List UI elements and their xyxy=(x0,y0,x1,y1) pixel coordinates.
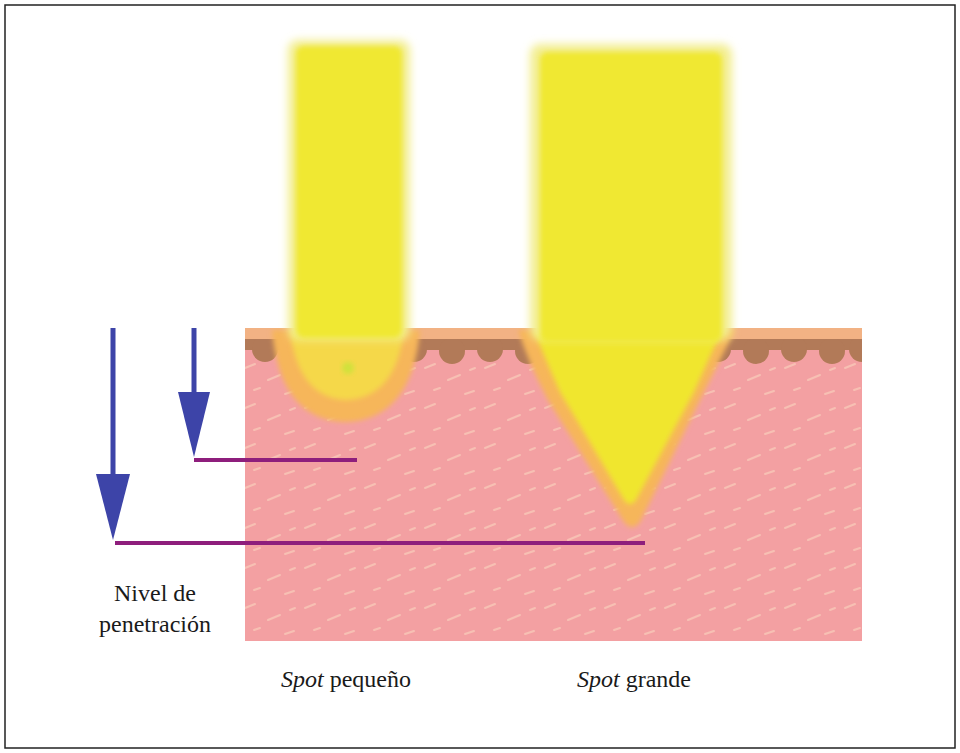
small-beam xyxy=(296,46,402,338)
small-spot-halo xyxy=(272,330,420,422)
spot-label: Spot pequeño xyxy=(236,664,456,695)
penetration-arrows xyxy=(96,328,645,543)
small-spot-core xyxy=(290,330,404,400)
large-spot-core xyxy=(534,330,722,504)
small-beam-glow xyxy=(288,40,410,340)
axis-label: Nivel de penetración xyxy=(70,578,240,640)
axis-label-wrap: Nivel de penetración xyxy=(70,578,240,640)
large-beam xyxy=(540,52,722,342)
spot-label-wrap: Spot grande xyxy=(524,664,744,695)
spot-label: Spot grande xyxy=(524,664,744,695)
dermis xyxy=(245,328,862,641)
frame xyxy=(5,5,955,748)
large-spot-halo xyxy=(518,330,735,527)
spot-label-wrap: Spot pequeño xyxy=(236,664,456,695)
